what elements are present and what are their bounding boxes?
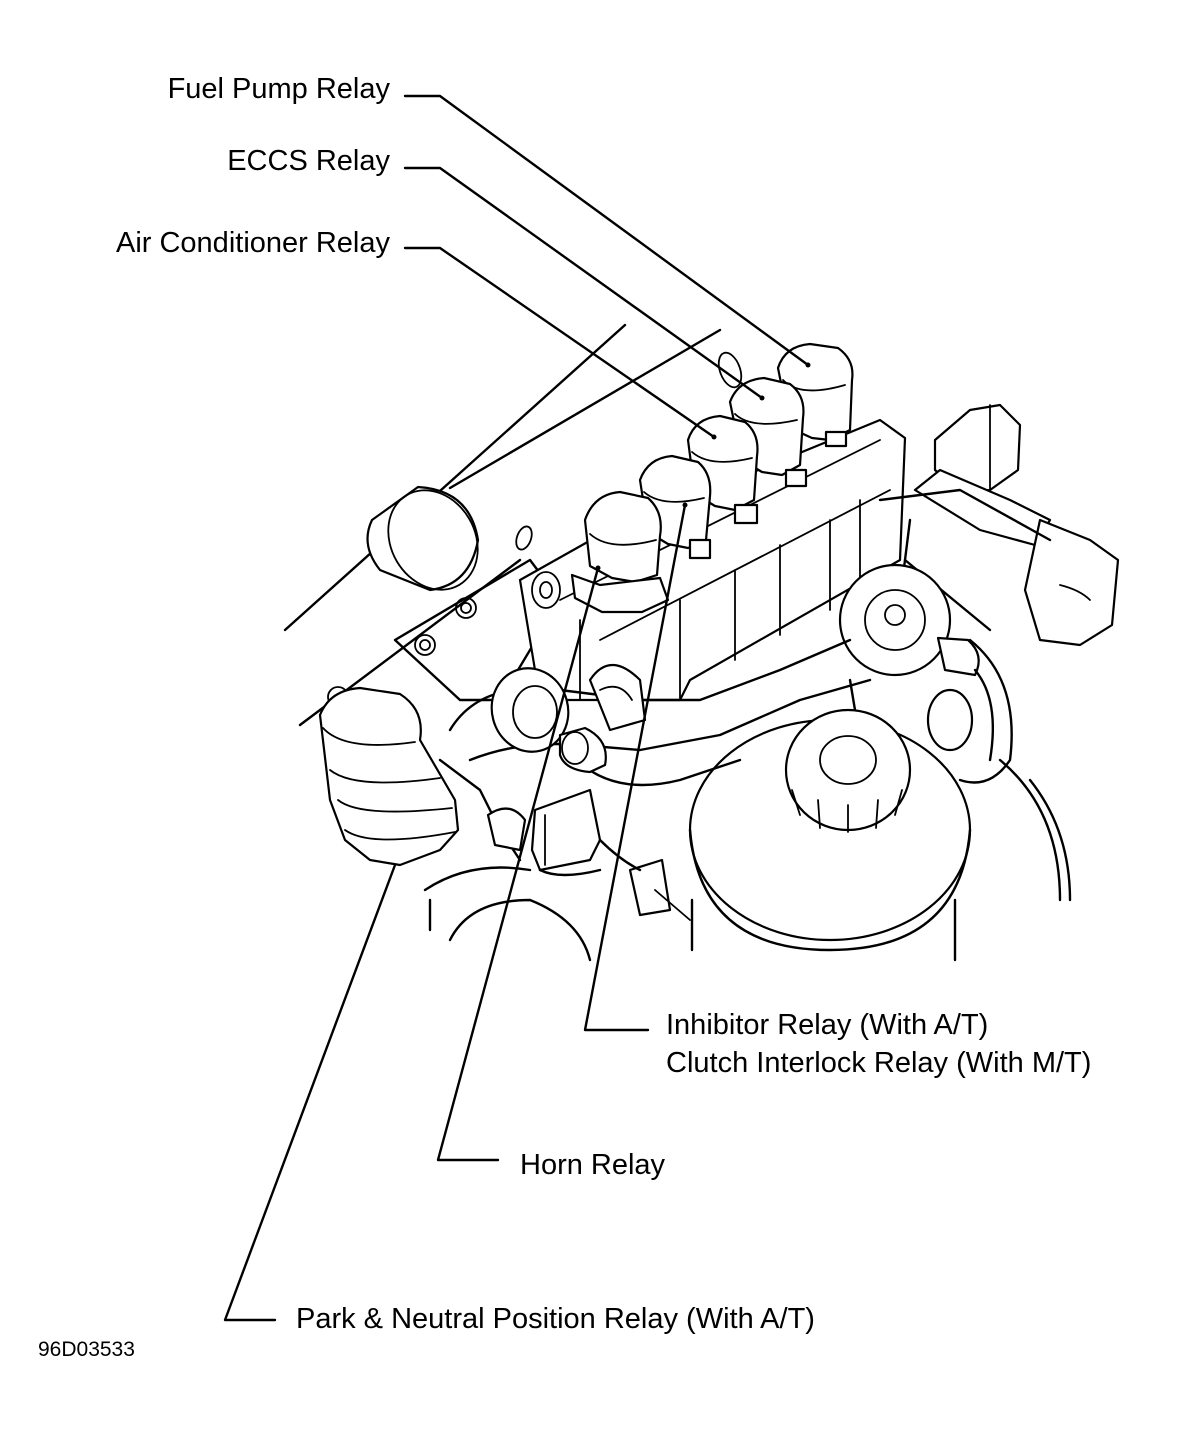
label-fuel-pump-relay: Fuel Pump Relay bbox=[168, 73, 391, 105]
figure-code: 96D03533 bbox=[38, 1338, 135, 1361]
label-air-conditioner-relay: Air Conditioner Relay bbox=[116, 227, 391, 259]
leader-eccs bbox=[403, 166, 764, 400]
leader-park-neutral bbox=[223, 863, 397, 1322]
leader-lines bbox=[223, 94, 811, 1322]
label-horn-relay: Horn Relay bbox=[520, 1149, 666, 1181]
engine-bay-drawing bbox=[283, 323, 1120, 962]
leader-fuel-pump bbox=[403, 94, 810, 367]
label-park-neutral-relay: Park & Neutral Position Relay (With A/T) bbox=[296, 1303, 815, 1335]
label-clutch-interlock-relay: Clutch Interlock Relay (With M/T) bbox=[666, 1047, 1091, 1079]
horn-relay-body bbox=[570, 490, 670, 614]
label-eccs-relay: ECCS Relay bbox=[227, 145, 390, 177]
leader-air-conditioner bbox=[403, 246, 716, 439]
leader-inhibitor bbox=[583, 503, 687, 1032]
label-inhibitor-relay: Inhibitor Relay (With A/T) bbox=[666, 1009, 988, 1041]
leader-horn bbox=[436, 566, 600, 1162]
park-neutral-relay-body bbox=[318, 686, 460, 867]
